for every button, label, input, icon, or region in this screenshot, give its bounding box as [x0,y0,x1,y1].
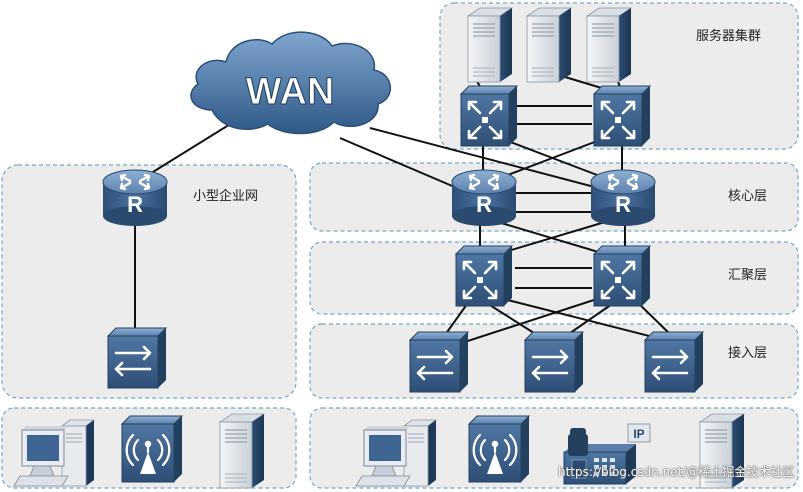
router-icon: R [589,168,657,228]
wireless-ap-icon [467,414,531,484]
ip-badge: IP [633,427,644,441]
label-small-enterprise: 小型企业网 [193,189,259,204]
router-icon: R [101,168,169,228]
label-access-layer: 接入层 [728,346,768,361]
pc-icon [355,419,437,487]
router-letter: R [615,192,631,217]
zone-aggregation-layer [309,241,799,315]
zone-small-enterprise [1,164,297,399]
watermark: https://blog.csdn.net/@稀土掘金技术社区 [558,465,795,479]
zone-core-layer [309,162,799,232]
ip-phone-icon: IP [563,423,651,485]
router-letter: R [476,192,492,217]
pc-icon [13,419,95,487]
l3-switch-icon [592,244,652,308]
wan-label: WAN [246,71,335,113]
l2-switch-icon [106,326,168,390]
wan-cloud-icon: WAN [190,31,391,135]
l3-switch-icon [454,244,514,308]
l2-switch-icon [523,330,585,394]
router-letter: R [127,192,143,217]
wireless-ap-icon [120,414,184,484]
server-icon [467,7,513,83]
server-icon [526,7,572,83]
label-core-layer: 核心层 [728,189,768,204]
label-server-cluster: 服务器集群 [696,29,762,44]
server-icon [586,7,632,83]
l2-switch-icon [643,330,705,394]
server-icon [219,413,265,489]
l2-switch-icon [408,330,470,394]
l3-switch-icon [459,84,519,148]
router-icon: R [450,168,518,228]
label-aggregation-layer: 汇聚层 [728,268,768,283]
l3-switch-icon [592,84,652,148]
